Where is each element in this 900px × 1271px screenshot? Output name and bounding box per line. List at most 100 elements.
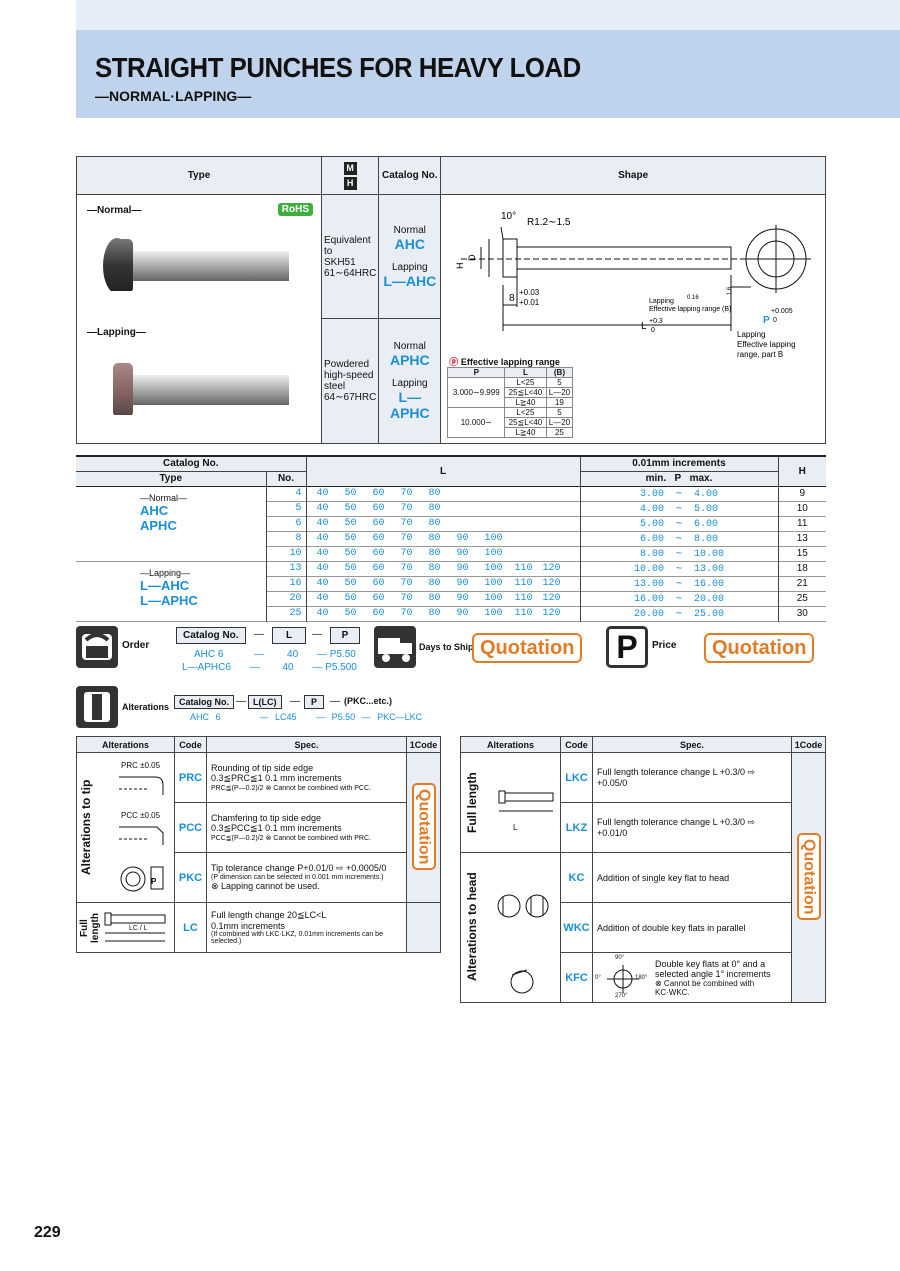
page-subtitle: —NORMAL·LAPPING— (95, 88, 252, 104)
head-group-label: Alterations to head (465, 872, 479, 982)
size-h: 15 (796, 548, 808, 559)
svg-text:1.6: 1.6 (727, 286, 733, 295)
size-h: 13 (796, 533, 808, 544)
size-l-value: 120 (542, 562, 561, 574)
size-range-cell: 5.00∼6.00 (580, 516, 779, 531)
code-lc: LC (174, 902, 207, 953)
size-h: 9 (799, 488, 806, 499)
cat2-lap-code: L—APHC (389, 389, 430, 421)
spec-prc: Rounding of tip side edge 0.3≦PRC≦1 0.1 … (206, 752, 407, 803)
cat1-normal-label: Normal (393, 224, 426, 236)
size-min: 8.00 (639, 548, 664, 560)
size-l-value: 60 (372, 487, 385, 499)
size-no: 4 (266, 486, 307, 501)
type-line: —Lapping— (140, 567, 191, 578)
size-l-value: 60 (372, 517, 385, 529)
size-min: 16.00 (633, 593, 664, 605)
size-range-cell: 6.00∼8.00 (580, 531, 779, 546)
pcc-spec1: Chamfering to tip side edge (211, 813, 322, 823)
alt-ex-codes: PKC—LKC (377, 712, 423, 722)
pkc-note: ⊗ Lapping cannot be used. (211, 881, 320, 891)
size-l-value: 70 (400, 607, 413, 619)
order-box-catalog: Catalog No. (176, 627, 246, 644)
size-l-value: 50 (344, 577, 357, 589)
col-shape: Shape (440, 156, 826, 195)
svg-text:D: D (467, 254, 477, 261)
pkc-spec2: (P dimension can be selected in 0.001 mm… (211, 874, 384, 881)
alt-box-p: P (304, 695, 325, 709)
kfc-note: ⊗ Cannot be combined with KC·WKC. (655, 978, 755, 997)
spec-kc: Addition of single key flat to head (592, 852, 792, 903)
cat1-normal-code: AHC (394, 235, 425, 252)
alt-box-l: L(LC) (248, 695, 282, 709)
size-l-value: 100 (484, 562, 503, 574)
size-l-value: 40 (316, 592, 329, 604)
size-range-cell: 10.00∼13.00 (580, 561, 779, 576)
col-type: Type (76, 156, 322, 195)
size-l-value: 60 (372, 547, 385, 559)
spec-lkc: Full length tolerance change L +0.3/0 ⇨ … (592, 752, 792, 803)
size-tilde: ∼ (675, 548, 683, 560)
size-no: 20 (266, 591, 307, 606)
size-l-value: 80 (428, 502, 441, 514)
lc-note: (If combined with LKC·LKZ, 0.01mm increm… (211, 931, 383, 945)
size-l-value: 70 (400, 517, 413, 529)
elr-l: 25≦L<40 (504, 417, 547, 428)
cat1-lap-code: L—AHC (383, 272, 437, 289)
size-table: Catalog No. L 0.01mm increments H Type N… (76, 455, 826, 622)
header-top-band (76, 0, 900, 30)
svg-text:+0.005: +0.005 (771, 308, 793, 315)
size-tilde: ∼ (675, 503, 683, 515)
size-l-value: 80 (428, 577, 441, 589)
size-l-value: 80 (428, 517, 441, 529)
svg-text:range, part B: range, part B (737, 350, 783, 359)
ar-h-1code: 1Code (791, 736, 826, 753)
info-icon: ⓟ (449, 357, 459, 367)
elr-h-p: P (447, 367, 506, 378)
right-quotation-cell: Quotation (791, 752, 826, 1003)
al-h-spec: Spec. (206, 736, 407, 753)
code-kfc: KFC (560, 952, 593, 1003)
size-min: 10.00 (633, 563, 664, 575)
normal-label: —Normal— (87, 205, 142, 216)
alterations-icon (76, 686, 118, 728)
size-max: 4.00 (694, 488, 719, 500)
spec-pkc: Tip tolerance change P+0.01/0 ⇨ +0.0005/… (206, 852, 407, 903)
elr-l: L≧40 (504, 427, 547, 438)
size-l-value: 100 (484, 577, 503, 589)
ex2-p: — P5.500 (312, 662, 357, 673)
h-no: No. (266, 471, 307, 486)
size-l-value: 60 (372, 502, 385, 514)
alterations-label: Alterations (122, 702, 170, 712)
svg-text:+0.3: +0.3 (649, 318, 663, 325)
size-range-cell: 20.00∼25.00 (580, 606, 779, 621)
ar-h-spec: Spec. (592, 736, 792, 753)
price-icon: P (606, 626, 648, 668)
size-l-value: 50 (344, 487, 357, 499)
size-l-value: 110 (514, 577, 533, 589)
svg-text:P: P (763, 315, 770, 326)
elr-p1: 3.000∼9.999 (447, 377, 506, 408)
code-pkc: PKC (174, 852, 207, 903)
alt-dash: — (330, 696, 340, 707)
size-l-value: 120 (542, 607, 561, 619)
size-min: 20.00 (633, 608, 664, 620)
size-max: 25.00 (694, 608, 725, 620)
prc-spec1: Rounding of tip side edge (211, 763, 314, 773)
al-h-code: Code (174, 736, 207, 753)
size-l-value: 60 (372, 607, 385, 619)
kc-wkc-diagram (497, 894, 549, 918)
cat2-lap-label: Lapping (392, 378, 428, 389)
size-l-value: 110 (514, 607, 533, 619)
spec-wkc: Addition of double key flats in parallel (592, 902, 792, 953)
size-l-value: 70 (400, 532, 413, 544)
size-h: 11 (797, 518, 808, 529)
